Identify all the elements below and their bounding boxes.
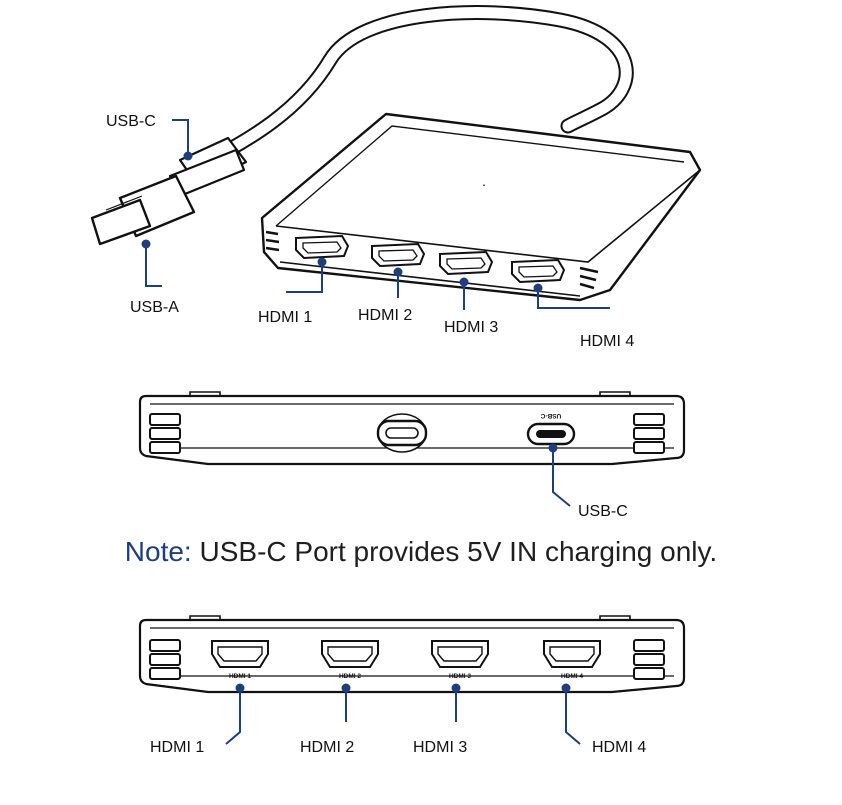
label-usb-a: USB-A — [130, 299, 179, 316]
hdmi-4-print: HDMI 4 — [561, 673, 583, 680]
hdmi-port-2-iso — [371, 243, 425, 267]
hdmi-port-1-iso — [295, 235, 349, 259]
hub-side-view: USB-C USB-C — [138, 391, 686, 520]
label-hdmi-1-bottom: HDMI 1 — [150, 739, 204, 756]
usb-c-port-print: USB-C — [540, 412, 561, 419]
hdmi-port-2-front — [321, 640, 379, 668]
label-hdmi-4-top: HDMI 4 — [580, 333, 634, 350]
hdmi-2-print: HDMI 2 — [339, 673, 361, 680]
label-hdmi-3-bottom: HDMI 3 — [413, 739, 467, 756]
hdmi-port-1-front — [211, 640, 269, 668]
label-usb-c-side: USB-C — [578, 503, 628, 520]
hdmi-3-print: HDMI 3 — [449, 673, 471, 680]
label-hdmi-4-bottom: HDMI 4 — [592, 739, 646, 756]
leader-dots-bottom — [235, 683, 571, 693]
label-usb-c-top: USB-C — [106, 113, 156, 130]
leader-lines-bottom — [225, 688, 581, 745]
leader-dots-top — [141, 151, 543, 293]
hdmi-port-3-front — [431, 640, 489, 668]
center-mark: . — [482, 173, 486, 189]
hdmi-port-4-front — [543, 640, 601, 668]
usb-plug — [90, 136, 248, 246]
hdmi-port-3-iso — [439, 251, 493, 275]
note-text: USB-C Port provides 5V IN charging only. — [191, 536, 718, 567]
label-hdmi-1-top: HDMI 1 — [258, 309, 312, 326]
hdmi-port-4-iso — [511, 259, 565, 283]
note-key: Note: — [124, 536, 192, 567]
hub-front-view: HDMI 1 HDMI 2 HDMI 3 HDMI 4 HDMI 1 HDMI … — [138, 615, 686, 756]
label-hdmi-2-top: HDMI 2 — [358, 307, 412, 324]
hub-isometric-view: . — [90, 5, 702, 350]
cable-grommet — [376, 413, 428, 453]
label-hdmi-2-bottom: HDMI 2 — [300, 739, 354, 756]
leader-lines-top — [145, 119, 610, 310]
hdmi-1-print: HDMI 1 — [229, 673, 251, 680]
label-hdmi-3-top: HDMI 3 — [444, 319, 498, 336]
charging-note: Note: USB-C Port provides 5V IN charging… — [0, 536, 842, 568]
